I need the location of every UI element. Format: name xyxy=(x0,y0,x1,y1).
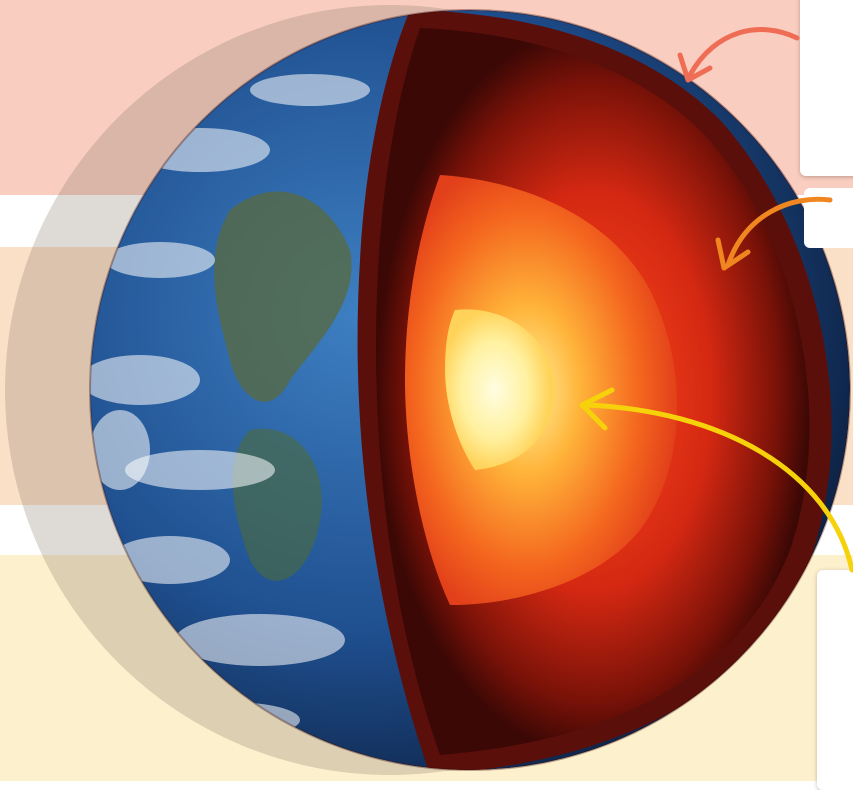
earth-outline xyxy=(89,9,851,771)
core-arrow xyxy=(579,387,853,573)
mantle-label-box xyxy=(804,188,853,248)
crust-label-box xyxy=(800,0,853,176)
mantle-arrow xyxy=(715,196,833,271)
continent-shape xyxy=(214,191,352,402)
crust-arrow xyxy=(677,27,800,83)
core-label-box xyxy=(817,570,853,790)
inner-core-layer xyxy=(445,309,556,470)
